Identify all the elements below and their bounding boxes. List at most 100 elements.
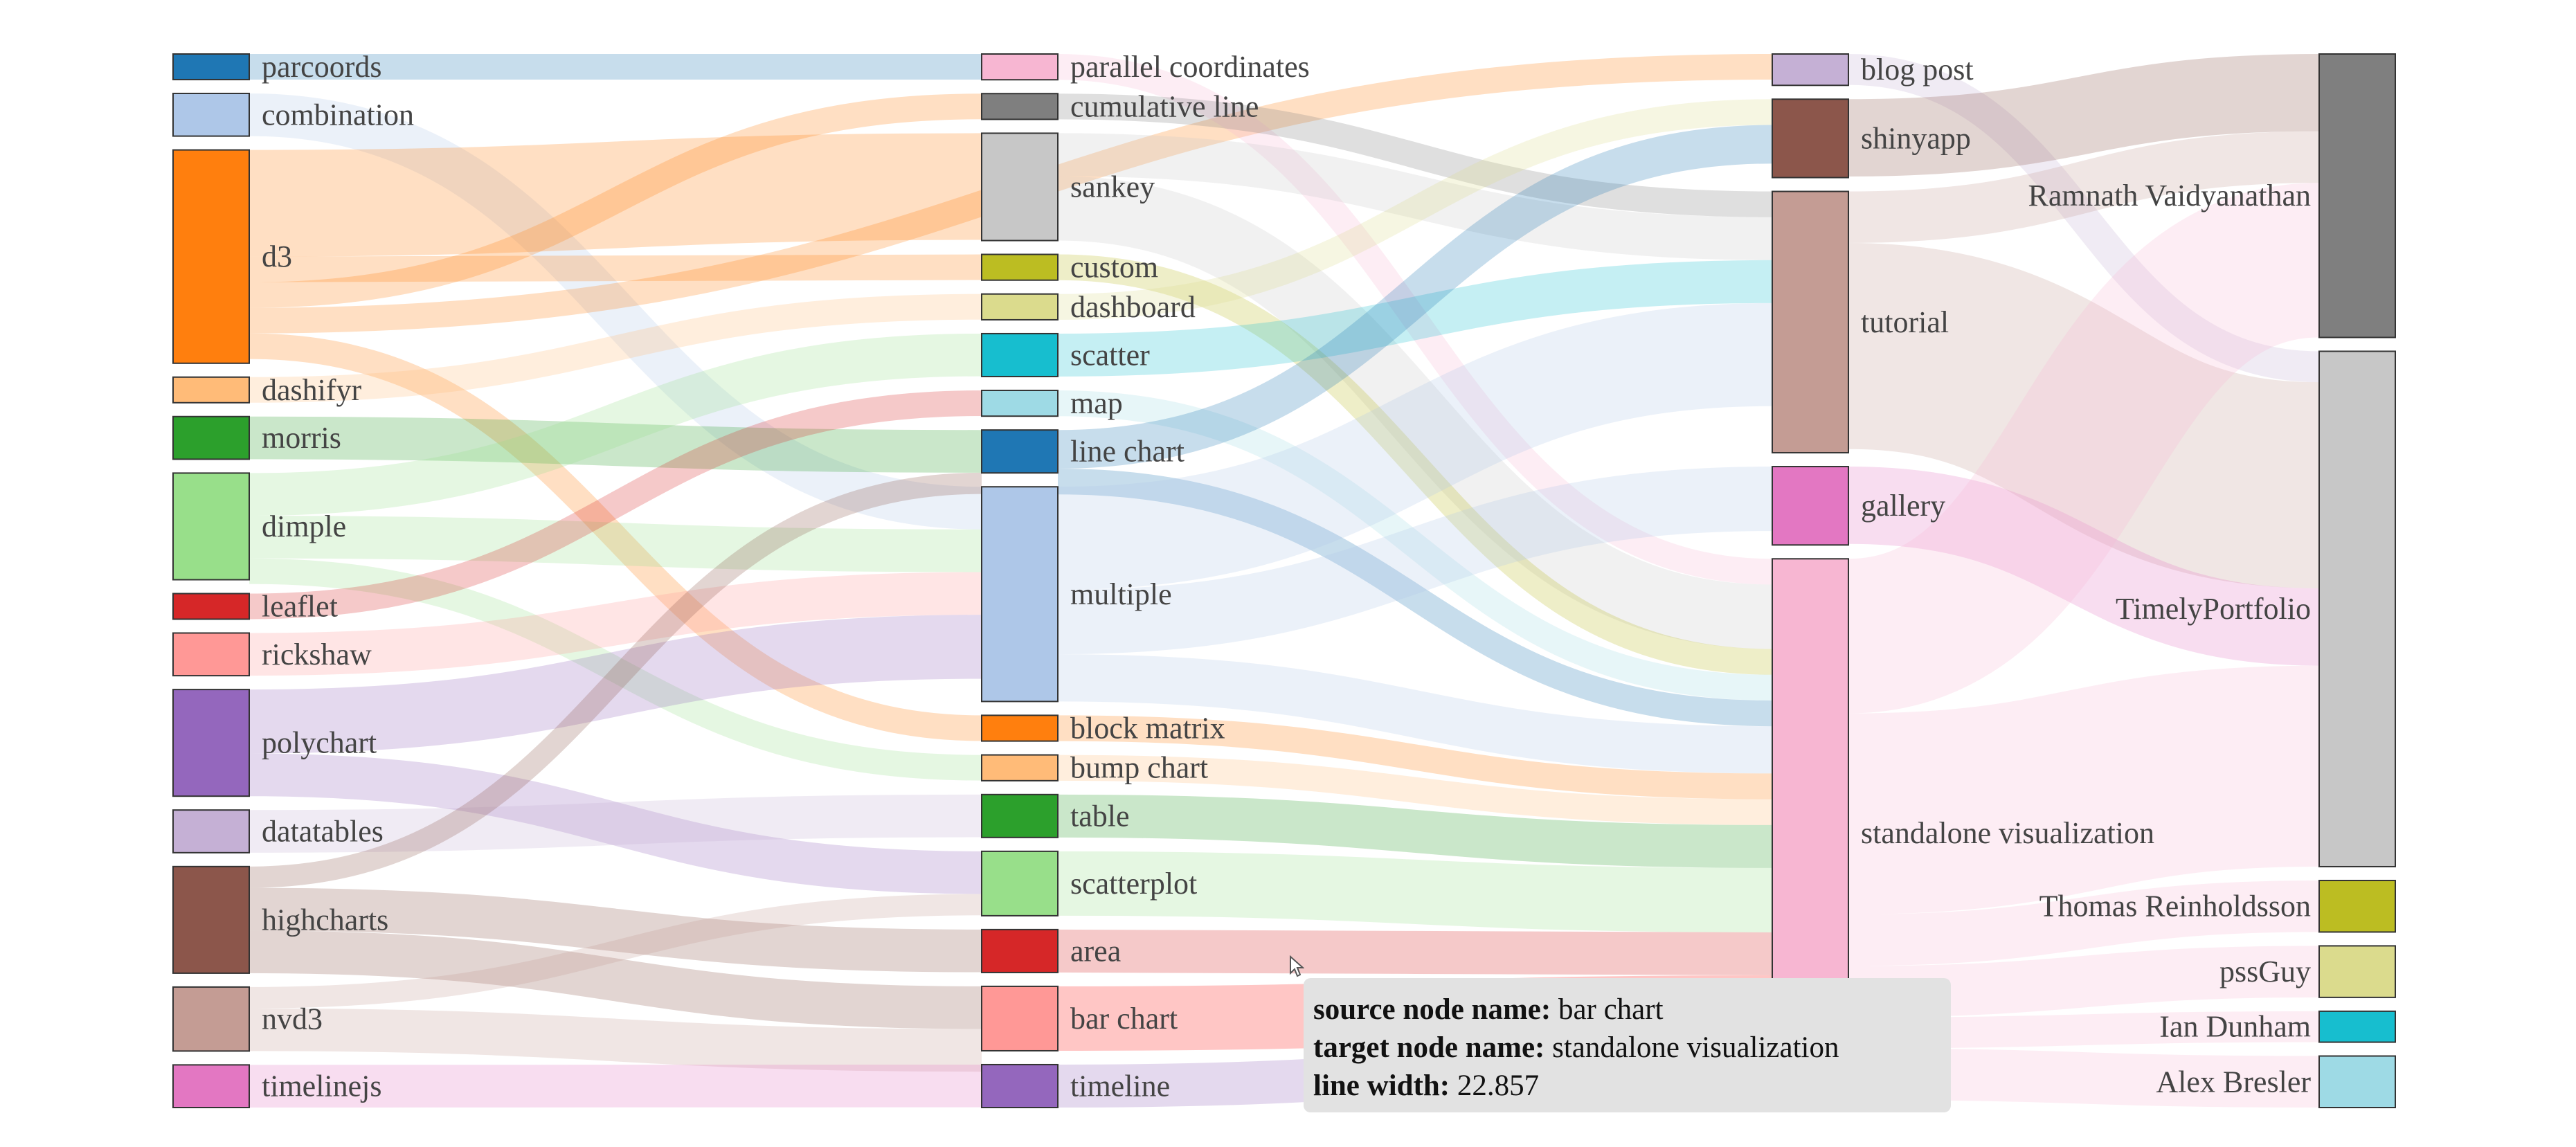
node-gallery[interactable] — [1772, 466, 1849, 546]
node-sankey[interactable] — [981, 132, 1059, 242]
link-multiple-to-standalone-visualization[interactable] — [1057, 654, 1773, 774]
node-scatter[interactable] — [981, 332, 1059, 377]
node-combination[interactable] — [172, 92, 250, 137]
node-nvd3[interactable] — [172, 986, 250, 1052]
link-standalone-visualization-to-thomas-reinholdsson[interactable] — [1848, 880, 2320, 966]
link-combination-to-multiple[interactable] — [249, 93, 982, 530]
link-parallel-coordinates-to-standalone-visualization[interactable] — [1057, 53, 1773, 585]
node-label-alex-bresler: Alex Bresler — [2156, 1065, 2311, 1099]
node-ramnath-vaidyanathan[interactable] — [2318, 53, 2396, 338]
link-dimple-to-scatter[interactable] — [249, 333, 982, 516]
link-scatter-to-tutorial[interactable] — [1057, 260, 1773, 377]
node-leaflet[interactable] — [172, 593, 250, 620]
link-d3-to-sankey[interactable] — [249, 133, 982, 257]
node-timeline[interactable] — [981, 1063, 1059, 1108]
link-dimple-to-bump-chart[interactable] — [249, 558, 982, 781]
link-bump-chart-to-standalone-visualization[interactable] — [1057, 755, 1773, 825]
node-d3[interactable] — [172, 149, 250, 364]
node-datatables[interactable] — [172, 809, 250, 854]
node-label-leaflet: leaflet — [262, 589, 338, 623]
node-label-highcharts: highcharts — [262, 903, 388, 937]
node-polychart[interactable] — [172, 689, 250, 797]
node-dimple[interactable] — [172, 472, 250, 581]
link-dashifyr-to-dashboard[interactable] — [249, 293, 982, 403]
node-line-chart[interactable] — [981, 429, 1059, 474]
link-cumulative-line-to-tutorial[interactable] — [1057, 93, 1773, 217]
node-dashboard[interactable] — [981, 293, 1059, 320]
node-custom[interactable] — [981, 253, 1059, 281]
link-polychart-to-scatterplot[interactable] — [249, 753, 982, 894]
link-highcharts-to-area[interactable] — [249, 887, 982, 973]
node-map[interactable] — [981, 389, 1059, 417]
node-blog-post[interactable] — [1772, 53, 1849, 87]
node-parcoords[interactable] — [172, 53, 250, 80]
link-table-to-standalone-visualization[interactable] — [1057, 794, 1773, 868]
link-tutorial-to-ramnath-vaidyanathan[interactable] — [1848, 131, 2320, 243]
link-d3-to-custom[interactable] — [249, 254, 982, 282]
link-sankey-to-tutorial[interactable] — [1057, 133, 1773, 260]
node-multiple[interactable] — [981, 486, 1059, 703]
link-tutorial-to-timelyportfolio[interactable] — [1846, 242, 2321, 588]
link-morris-to-line-chart[interactable] — [249, 416, 982, 473]
node-ian-dunham[interactable] — [2318, 1010, 2396, 1043]
node-label-combination: combination — [262, 98, 414, 132]
node-label-block-matrix: block matrix — [1070, 711, 1225, 745]
node-cumulative-line[interactable] — [981, 93, 1059, 120]
node-label-dashifyr: dashifyr — [262, 373, 362, 407]
link-d3-to-block-matrix[interactable] — [249, 333, 982, 741]
node-table[interactable] — [981, 793, 1059, 838]
node-label-pssguy: pssGuy — [2219, 955, 2311, 988]
link-polychart-to-multiple[interactable] — [249, 615, 982, 754]
node-tutorial[interactable] — [1772, 190, 1849, 454]
link-standalone-visualization-to-ramnath-vaidyanathan[interactable] — [1845, 183, 2323, 714]
link-nvd3-to-bar-chart[interactable] — [249, 1008, 982, 1072]
link-dimple-to-multiple[interactable] — [249, 516, 982, 572]
node-label-datatables: datatables — [262, 815, 384, 849]
node-rickshaw[interactable] — [172, 632, 250, 677]
link-line-chart-to-shinyapp[interactable] — [1057, 125, 1773, 469]
node-scatterplot[interactable] — [981, 850, 1059, 916]
link-sankey-to-standalone-visualization[interactable] — [1057, 176, 1773, 649]
link-area-to-standalone-visualization[interactable] — [1057, 929, 1773, 975]
node-shinyapp[interactable] — [1772, 98, 1849, 179]
node-timelyportfolio[interactable] — [2318, 350, 2396, 867]
node-label-rickshaw: rickshaw — [262, 638, 372, 671]
node-highcharts[interactable] — [172, 865, 250, 974]
node-bump-chart[interactable] — [981, 754, 1059, 782]
node-area[interactable] — [981, 928, 1059, 973]
node-dashifyr[interactable] — [172, 376, 250, 404]
node-label-custom: custom — [1070, 251, 1158, 285]
link-nvd3-to-scatterplot[interactable] — [249, 894, 982, 1009]
node-thomas-reinholdsson[interactable] — [2318, 879, 2396, 933]
node-parallel-coordinates[interactable] — [981, 53, 1059, 81]
link-multiple-to-gallery[interactable] — [1057, 467, 1773, 655]
node-label-morris: morris — [262, 421, 341, 455]
link-line-chart-to-standalone-visualization[interactable] — [1057, 469, 1773, 727]
mouse-cursor-icon — [1290, 955, 1304, 977]
node-block-matrix[interactable] — [981, 714, 1059, 742]
link-blog-post-to-timelyportfolio[interactable] — [1848, 53, 2320, 383]
link-d3-to-cumulative-line[interactable] — [249, 93, 982, 308]
link-leaflet-to-map[interactable] — [249, 390, 982, 620]
link-highcharts-to-line-chart[interactable] — [249, 472, 982, 888]
link-shinyapp-to-ramnath-vaidyanathan[interactable] — [1848, 54, 2320, 177]
link-gallery-to-timelyportfolio[interactable] — [1848, 467, 2320, 666]
link-block-matrix-to-standalone-visualization[interactable] — [1057, 715, 1773, 800]
node-alex-bresler[interactable] — [2318, 1055, 2396, 1108]
link-highcharts-to-bar-chart[interactable] — [249, 930, 982, 1029]
link-dashboard-to-shinyapp[interactable] — [1057, 99, 1773, 320]
link-rickshaw-to-multiple[interactable] — [249, 572, 982, 676]
link-map-to-standalone-visualization[interactable] — [1057, 390, 1773, 701]
node-pssguy[interactable] — [2318, 945, 2396, 998]
node-timelinejs[interactable] — [172, 1064, 250, 1108]
node-label-table: table — [1070, 799, 1130, 833]
link-standalone-visualization-to-timelyportfolio[interactable] — [1848, 665, 2320, 914]
link-datatables-to-table[interactable] — [249, 794, 982, 853]
node-bar-chart[interactable] — [981, 985, 1059, 1051]
node-label-thomas-reinholdsson: Thomas Reinholdsson — [2039, 889, 2311, 923]
link-custom-to-standalone-visualization[interactable] — [1057, 254, 1773, 675]
node-morris[interactable] — [172, 415, 250, 460]
node-label-bump-chart: bump chart — [1070, 751, 1208, 785]
link-multiple-to-tutorial[interactable] — [1057, 302, 1773, 590]
link-scatterplot-to-standalone-visualization[interactable] — [1057, 851, 1773, 932]
